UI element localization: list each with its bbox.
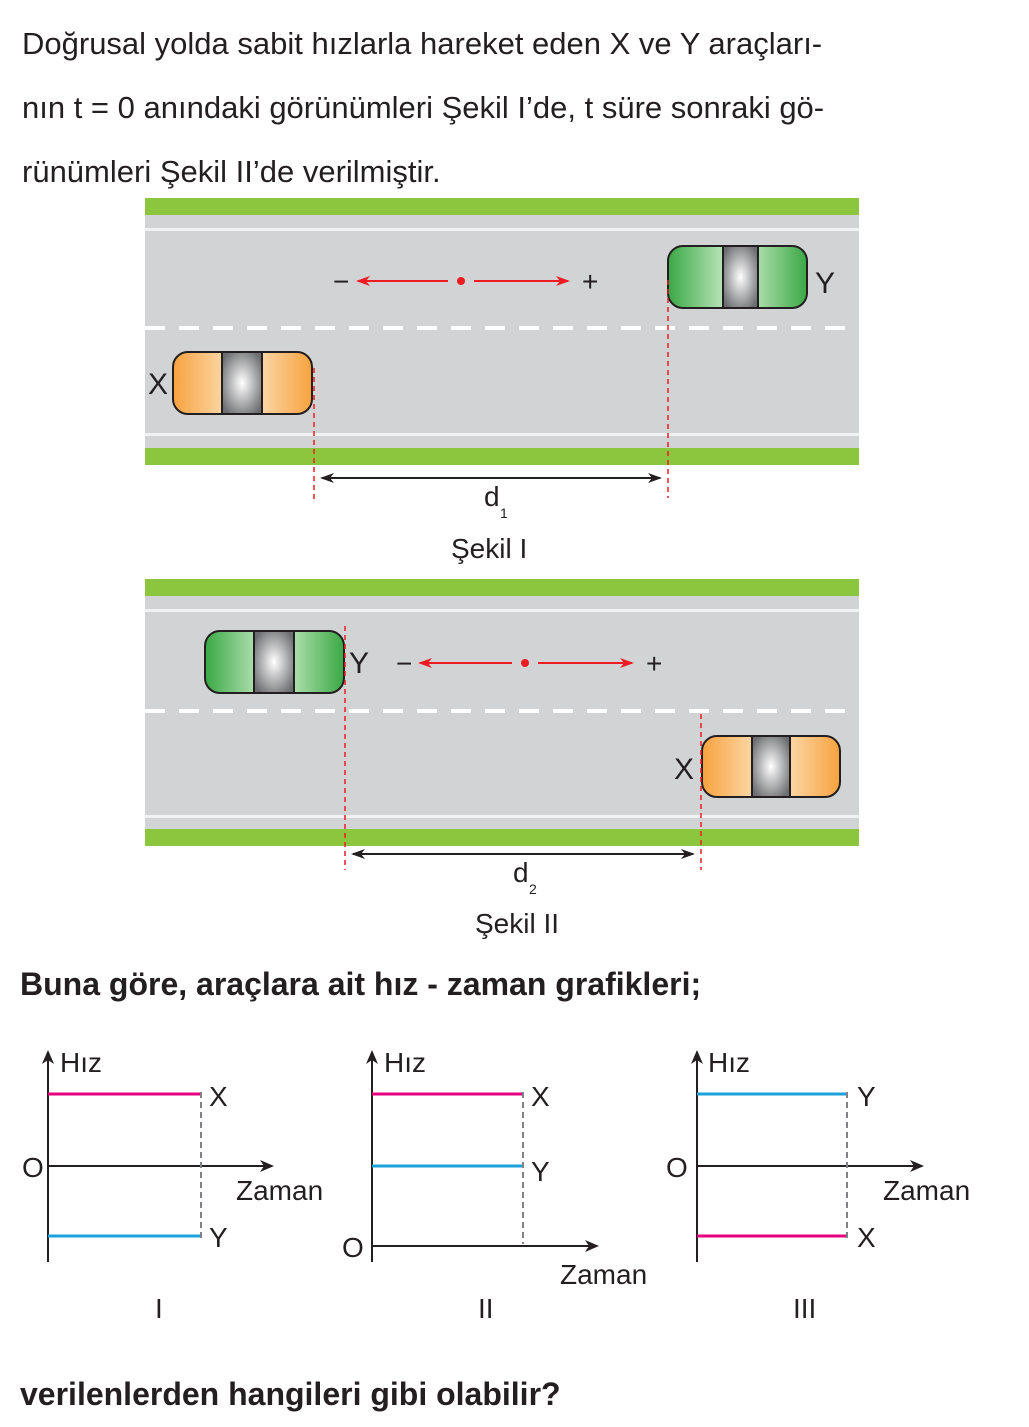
road-figures: − + Y X d 1 Şekil I — [145, 198, 859, 939]
reference-dot — [457, 277, 465, 285]
origin-label: O — [666, 1152, 688, 1183]
road-2-grass-bottom — [145, 829, 859, 846]
x-axis-label: Zaman — [883, 1175, 970, 1206]
reference-dot — [521, 659, 529, 667]
car-y-label: Y — [815, 267, 835, 300]
lower-line-label: Y — [531, 1156, 550, 1187]
car-x — [701, 735, 841, 798]
question-text: Buna göre, araçlara ait hız - zaman graf… — [20, 966, 702, 1002]
lower-line-label: X — [857, 1222, 876, 1253]
figure-2: − + Y X d 2 Şekil II — [145, 579, 859, 939]
graph-1-roman-label: I — [155, 1293, 163, 1324]
car-y — [667, 245, 808, 309]
road-2-edge-line — [145, 609, 859, 612]
road-1-grass-bottom — [145, 448, 859, 465]
graph-3-roman-label: III — [793, 1293, 816, 1324]
distance-label-d2: d — [513, 857, 529, 888]
car-y-label: Y — [349, 647, 369, 680]
graph-2-roman-label: II — [478, 1293, 494, 1324]
intro-line-1: Doğrusal yolda sabit hızlarla hareket ed… — [22, 26, 823, 61]
minus-sign: − — [396, 648, 412, 679]
distance-label-d1: d — [484, 481, 500, 512]
road-2-edge-line — [145, 815, 859, 818]
y-axis-label: Hız — [708, 1047, 750, 1078]
velocity-time-graphs: Hız O Zaman X Y I Hız O Zaman X Y II Hız… — [22, 1047, 970, 1324]
lower-line-label: Y — [209, 1222, 228, 1253]
car-x-label: X — [674, 753, 694, 786]
road-1-edge-line — [145, 228, 859, 231]
upper-line-label: X — [531, 1081, 550, 1112]
closing-text: verilenlerden hangileri gibi olabilir? — [20, 1376, 561, 1412]
road-2-grass-top — [145, 579, 859, 596]
origin-label: O — [22, 1152, 44, 1183]
plus-sign: + — [646, 648, 662, 679]
y-axis-label: Hız — [60, 1047, 102, 1078]
road-1-grass-top — [145, 198, 859, 215]
car-y — [204, 630, 345, 694]
upper-line-label: X — [209, 1081, 228, 1112]
minus-sign: − — [333, 266, 349, 297]
intro-line-3: rünümleri Şekil II’de verilmiştir. — [22, 154, 441, 189]
distance-subscript-d2: 2 — [529, 881, 537, 897]
figure-1: − + Y X d 1 Şekil I — [145, 198, 859, 564]
distance-subscript-d1: 1 — [500, 505, 508, 521]
intro-line-2: nın t = 0 anındaki görünümleri Şekil I’d… — [22, 90, 825, 125]
car-x-label: X — [148, 368, 168, 401]
car-x — [172, 351, 313, 415]
intro-text: Doğrusal yolda sabit hızlarla hareket ed… — [22, 12, 1002, 204]
road-1-edge-line — [145, 433, 859, 436]
graph-2: Hız O Zaman X Y II — [342, 1047, 647, 1324]
x-axis-label: Zaman — [236, 1175, 323, 1206]
plus-sign: + — [582, 266, 598, 297]
x-axis-label: Zaman — [560, 1259, 647, 1290]
upper-line-label: Y — [857, 1081, 876, 1112]
graph-1: Hız O Zaman X Y I — [22, 1047, 323, 1324]
graph-3: Hız O Zaman Y X III — [666, 1047, 970, 1324]
figure-2-caption: Şekil II — [475, 908, 559, 939]
y-axis-label: Hız — [384, 1047, 426, 1078]
figure-1-caption: Şekil I — [451, 533, 527, 564]
origin-label: O — [342, 1232, 364, 1263]
